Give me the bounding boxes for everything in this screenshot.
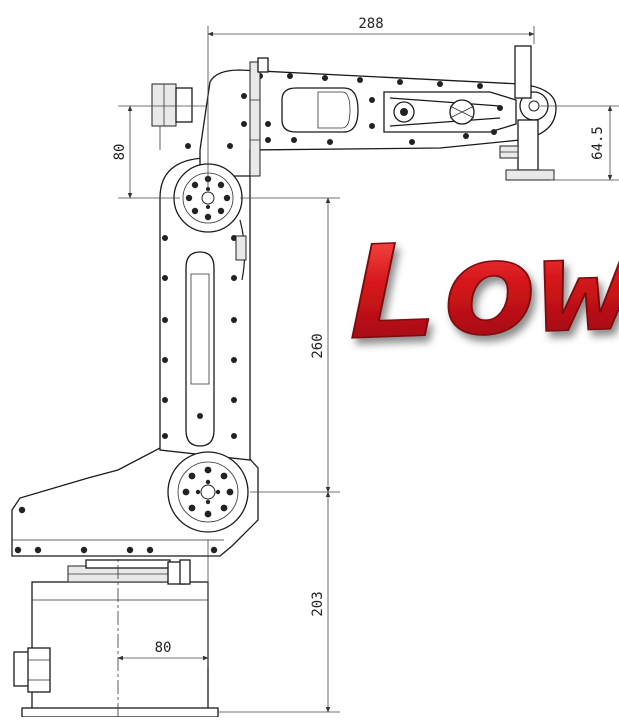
dim-tool-offset: 64.5	[590, 126, 606, 160]
forearm-link	[185, 45, 557, 181]
shoulder-joint	[167, 451, 249, 533]
dim-top-reach: 288	[358, 16, 383, 32]
elbow-motor	[151, 57, 269, 177]
dim-upper-arm-length: 260	[310, 333, 326, 358]
dimension-lines	[117, 26, 619, 713]
dim-base-offset: 80	[155, 640, 172, 656]
base-pedestal	[13, 542, 219, 718]
watermark: Low	[341, 209, 619, 370]
watermark-text: Low	[342, 210, 619, 369]
elbow-joint	[173, 163, 243, 233]
dim-base-height: 203	[310, 591, 326, 616]
dim-forearm-height: 80	[112, 144, 128, 161]
upper-arm-link	[159, 149, 251, 461]
